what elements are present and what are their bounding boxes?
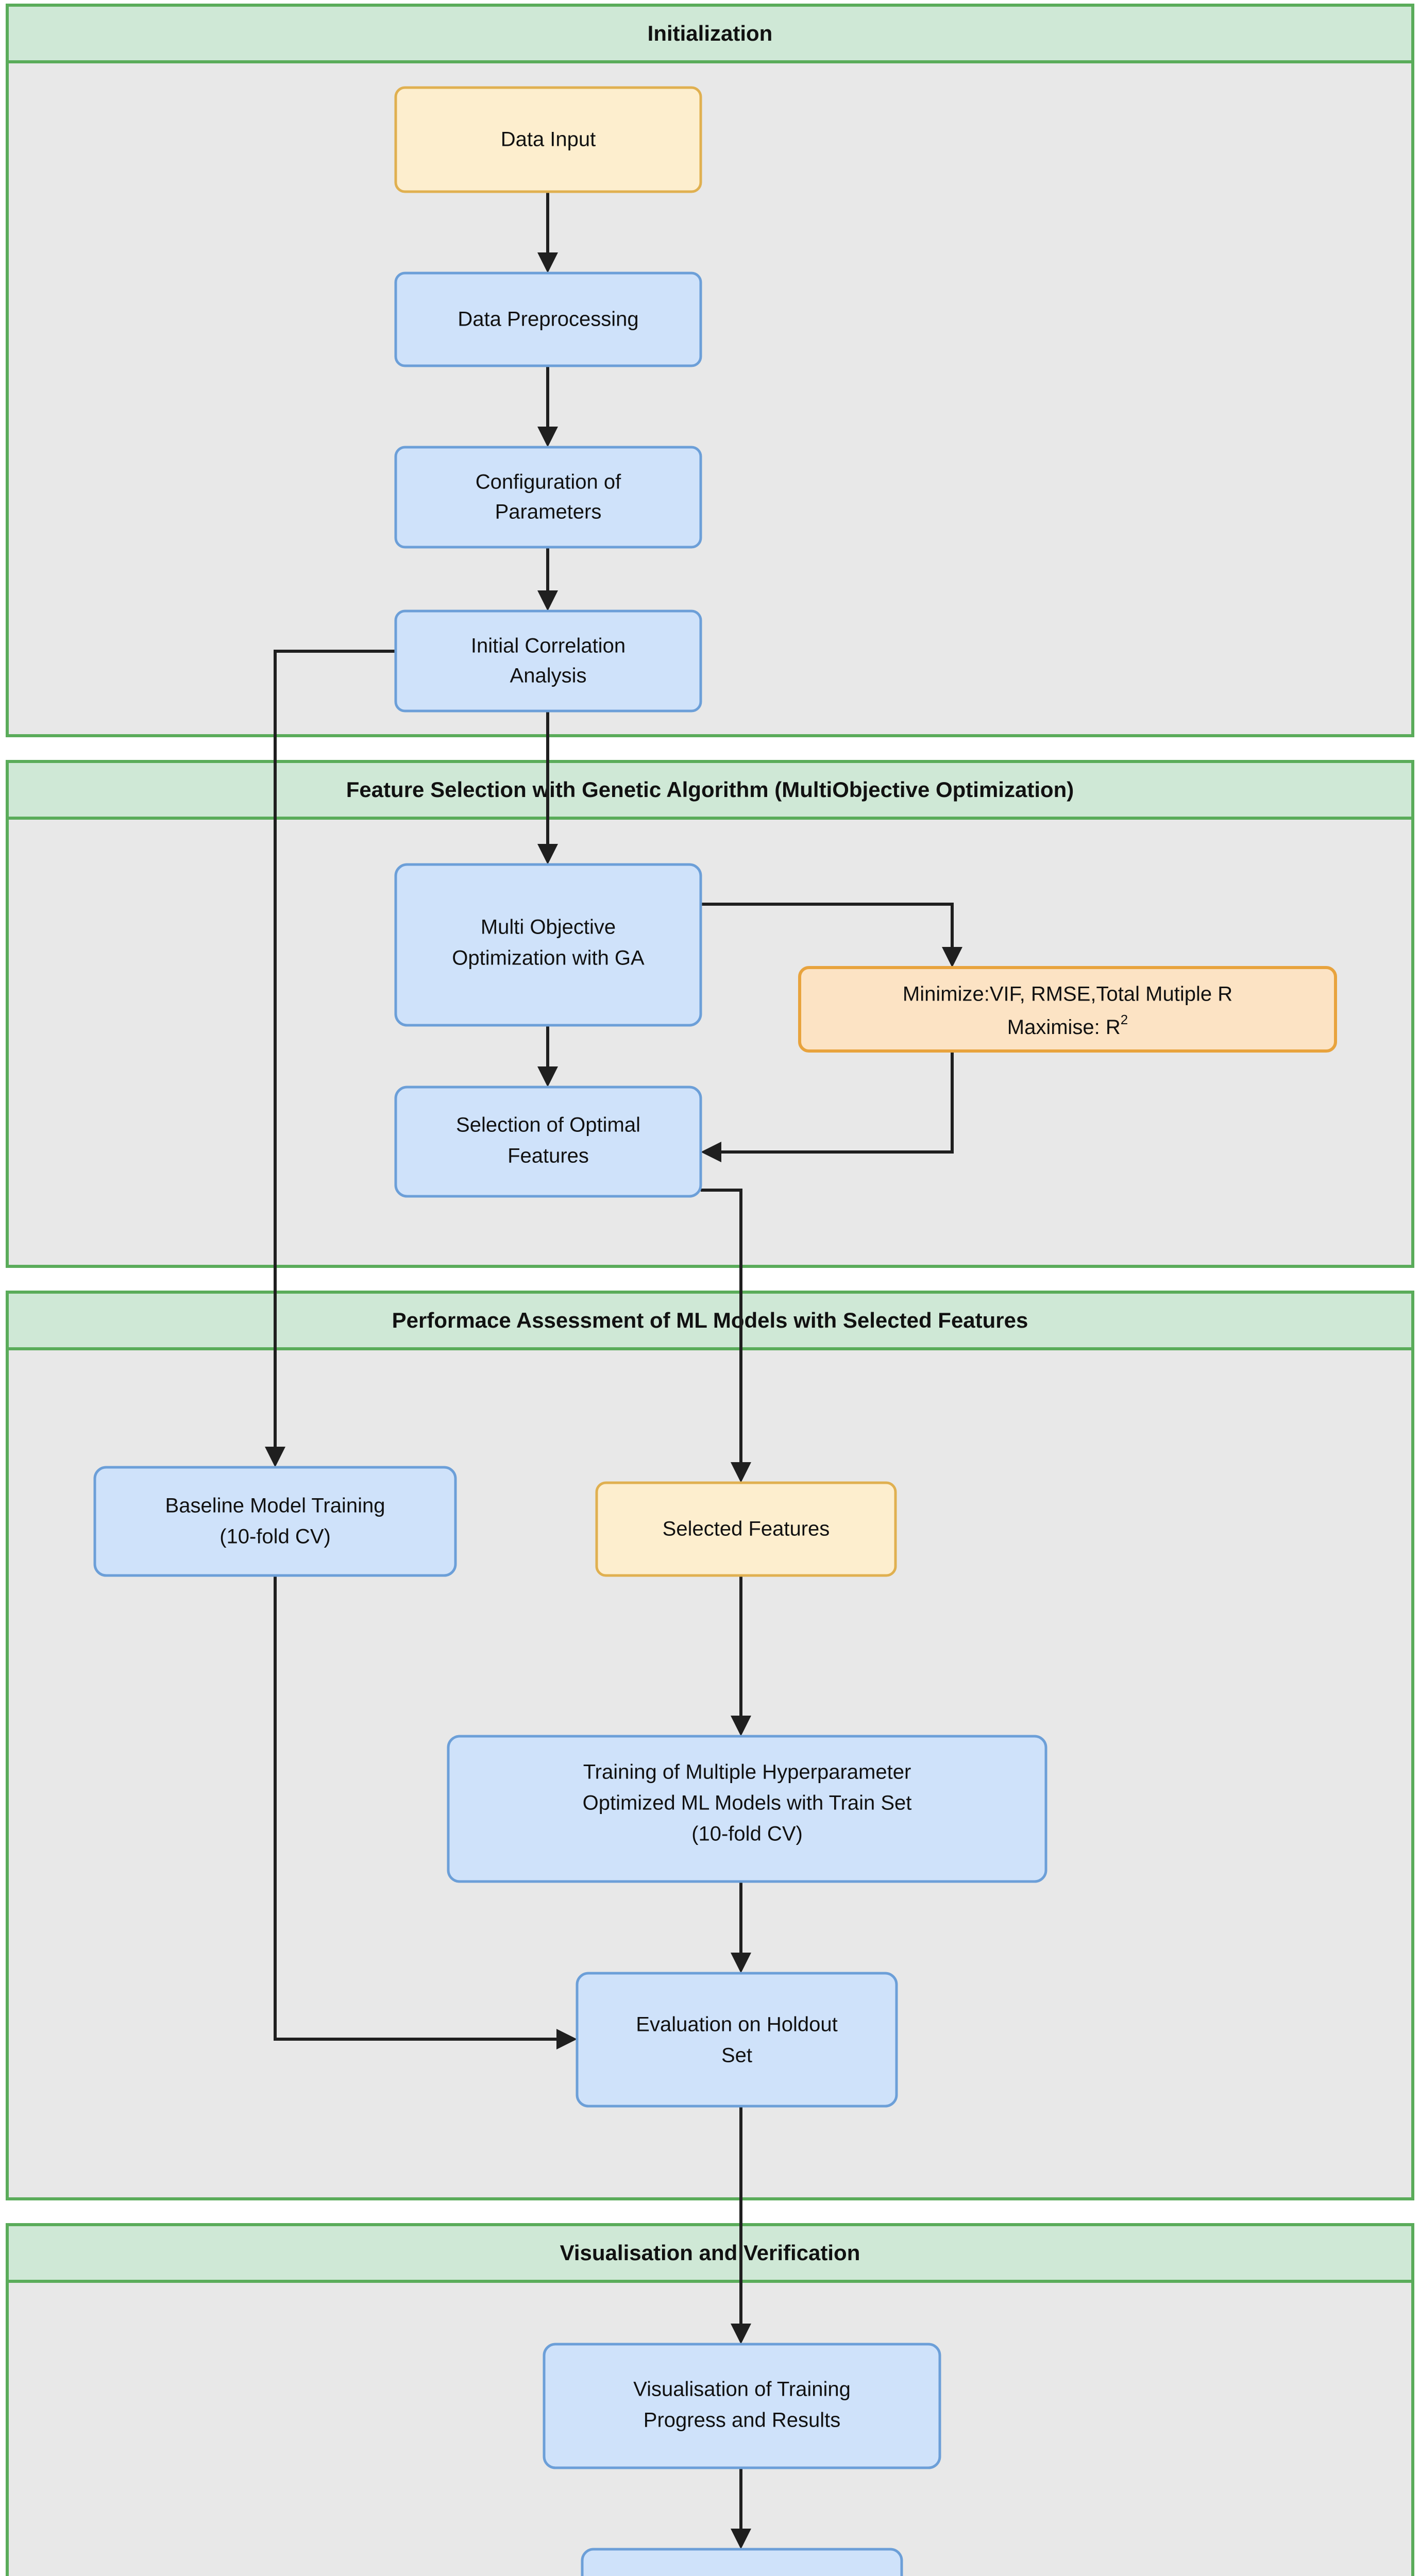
edge-objectives-to-selection-optimal xyxy=(716,1051,954,1154)
node-data-input-label: Data Input xyxy=(501,128,596,151)
edge-arrowhead xyxy=(537,427,558,447)
lane-initialization-body xyxy=(6,4,1414,737)
node-objectives[interactable]: Minimize:VIF, RMSE,Total Mutiple R Maxim… xyxy=(798,966,1337,1053)
edge-arrowhead xyxy=(537,590,558,611)
edge-arrowhead xyxy=(701,1142,721,1162)
edge-arrowhead xyxy=(731,2324,751,2344)
node-objectives-shape[interactable] xyxy=(798,966,1337,1053)
node-training-of-ml-models-label-line1: Training of Multiple Hyperparameter xyxy=(583,1761,911,1784)
node-data-input[interactable]: Data Input xyxy=(394,86,702,193)
lane-visualisation-header xyxy=(6,2223,1414,2283)
node-data-preprocessing-shape[interactable] xyxy=(394,272,702,367)
lane-feature-selection: Feature Selection with Genetic Algorithm… xyxy=(6,760,1414,1268)
node-training-of-ml-models[interactable]: Training of Multiple Hyperparameter Opti… xyxy=(447,1735,1047,1883)
node-visualisation-of-training-progress-label-line1: Visualisation of Training xyxy=(633,2378,851,2401)
lane-visualisation-label: Visualisation and Verification xyxy=(560,2241,860,2265)
node-evaluation-on-holdout-set-label-line1: Evaluation on Holdout xyxy=(636,2013,837,2036)
node-objectives-label-maximise: Maximise: R2 xyxy=(1007,1012,1128,1039)
edge-arrowhead xyxy=(537,252,558,273)
node-configuration-of-parameters-label-line1: Configuration of xyxy=(476,471,621,494)
node-selected-features-label: Selected Features xyxy=(663,1518,830,1540)
lane-initialization-label: Initialization xyxy=(648,21,773,45)
node-multi-objective-optimization-with-ga[interactable]: Multi Objective Optimization with GA xyxy=(394,863,702,1027)
edge-arrowhead xyxy=(731,1462,751,1483)
node-selection-of-optimal-features-label-line1: Selection of Optimal xyxy=(456,1114,640,1137)
edge-arrowhead xyxy=(265,1447,285,1467)
node-initial-correlation-analysis[interactable]: Initial Correlation Analysis xyxy=(394,609,702,713)
node-initial-correlation-analysis-label-line2: Analysis xyxy=(510,665,587,687)
lane-feature-selection-header xyxy=(6,760,1414,820)
node-training-of-ml-models-shape[interactable] xyxy=(447,1735,1047,1883)
lane-performance-header xyxy=(6,1291,1414,1350)
node-evaluation-on-holdout-set[interactable]: Evaluation on Holdout Set xyxy=(576,1972,898,2108)
node-training-of-ml-models-label-line2: Optimized ML Models with Train Set xyxy=(583,1792,912,1815)
edge-multi-objective-to-objectives xyxy=(701,903,954,952)
node-training-of-ml-models-label-line3: (10-fold CV) xyxy=(691,1823,803,1845)
edge-arrowhead xyxy=(556,2029,577,2049)
edge-selection-optimal-to-selected-features xyxy=(701,1189,742,1467)
node-selection-of-optimal-features-shape[interactable] xyxy=(394,1086,702,1198)
lane-performance-label: Performace Assessment of ML Models with … xyxy=(392,1308,1028,1332)
edge-arrowhead xyxy=(731,1953,751,1973)
node-multi-objective-optimization-with-ga-label-line2: Optimization with GA xyxy=(452,947,645,970)
node-multi-objective-optimization-with-ga-label-line1: Multi Objective xyxy=(481,916,616,939)
edge-arrowhead xyxy=(731,1716,751,1736)
edge-baseline-training-to-evaluation xyxy=(274,1575,562,2041)
lane-feature-selection-label: Feature Selection with Genetic Algorithm… xyxy=(346,777,1074,802)
edge-arrowhead xyxy=(942,947,962,968)
node-visualisation-of-training-progress-shape[interactable] xyxy=(543,2343,941,2469)
node-multi-objective-optimization-with-ga-shape[interactable] xyxy=(394,863,702,1027)
edge-arrowhead xyxy=(537,844,558,865)
node-final-verification-shape[interactable] xyxy=(581,2548,903,2576)
node-configuration-of-parameters-shape[interactable] xyxy=(394,446,702,549)
node-configuration-of-parameters-label-line2: Parameters xyxy=(495,501,602,523)
node-baseline-model-training-label-line2: (10-fold CV) xyxy=(219,1526,331,1548)
lane-initialization: Initialization xyxy=(6,4,1414,737)
node-initial-correlation-analysis-shape[interactable] xyxy=(394,609,702,713)
edge-initial-correlation-to-baseline-training xyxy=(274,650,396,1452)
node-objectives-label-minimize: Minimize:VIF, RMSE,Total Mutiple R xyxy=(903,983,1232,1006)
edges xyxy=(265,192,962,2549)
node-baseline-model-training-shape[interactable] xyxy=(93,1466,457,1577)
lane-initialization-header xyxy=(6,4,1414,63)
node-selection-of-optimal-features-label-line2: Features xyxy=(508,1145,589,1167)
node-configuration-of-parameters[interactable]: Configuration of Parameters xyxy=(394,446,702,549)
node-baseline-model-training-label-line1: Baseline Model Training xyxy=(165,1495,385,1517)
node-objectives-maximise-base: Maximise: R xyxy=(1007,1016,1121,1039)
node-visualisation-of-training-progress[interactable]: Visualisation of Training Progress and R… xyxy=(543,2343,941,2469)
node-selected-features[interactable]: Selected Features xyxy=(595,1481,897,1577)
node-evaluation-on-holdout-set-label-line2: Set xyxy=(721,2044,752,2067)
node-visualisation-of-training-progress-label-line2: Progress and Results xyxy=(644,2409,840,2432)
node-selected-features-shape[interactable] xyxy=(595,1481,897,1577)
node-initial-correlation-analysis-label-line1: Initial Correlation xyxy=(471,635,626,657)
node-selection-of-optimal-features[interactable]: Selection of Optimal Features xyxy=(394,1086,702,1198)
edge-arrowhead xyxy=(731,2529,751,2549)
node-evaluation-on-holdout-set-shape[interactable] xyxy=(576,1972,898,2108)
node-final-verification[interactable]: Final Verification xyxy=(581,2548,903,2576)
node-data-input-shape[interactable] xyxy=(394,86,702,193)
node-data-preprocessing[interactable]: Data Preprocessing xyxy=(394,272,702,367)
edge-arrowhead xyxy=(537,1066,558,1087)
node-data-preprocessing-label: Data Preprocessing xyxy=(458,308,638,331)
node-objectives-maximise-superscript: 2 xyxy=(1121,1012,1128,1027)
node-baseline-model-training[interactable]: Baseline Model Training (10-fold CV) xyxy=(93,1466,457,1577)
